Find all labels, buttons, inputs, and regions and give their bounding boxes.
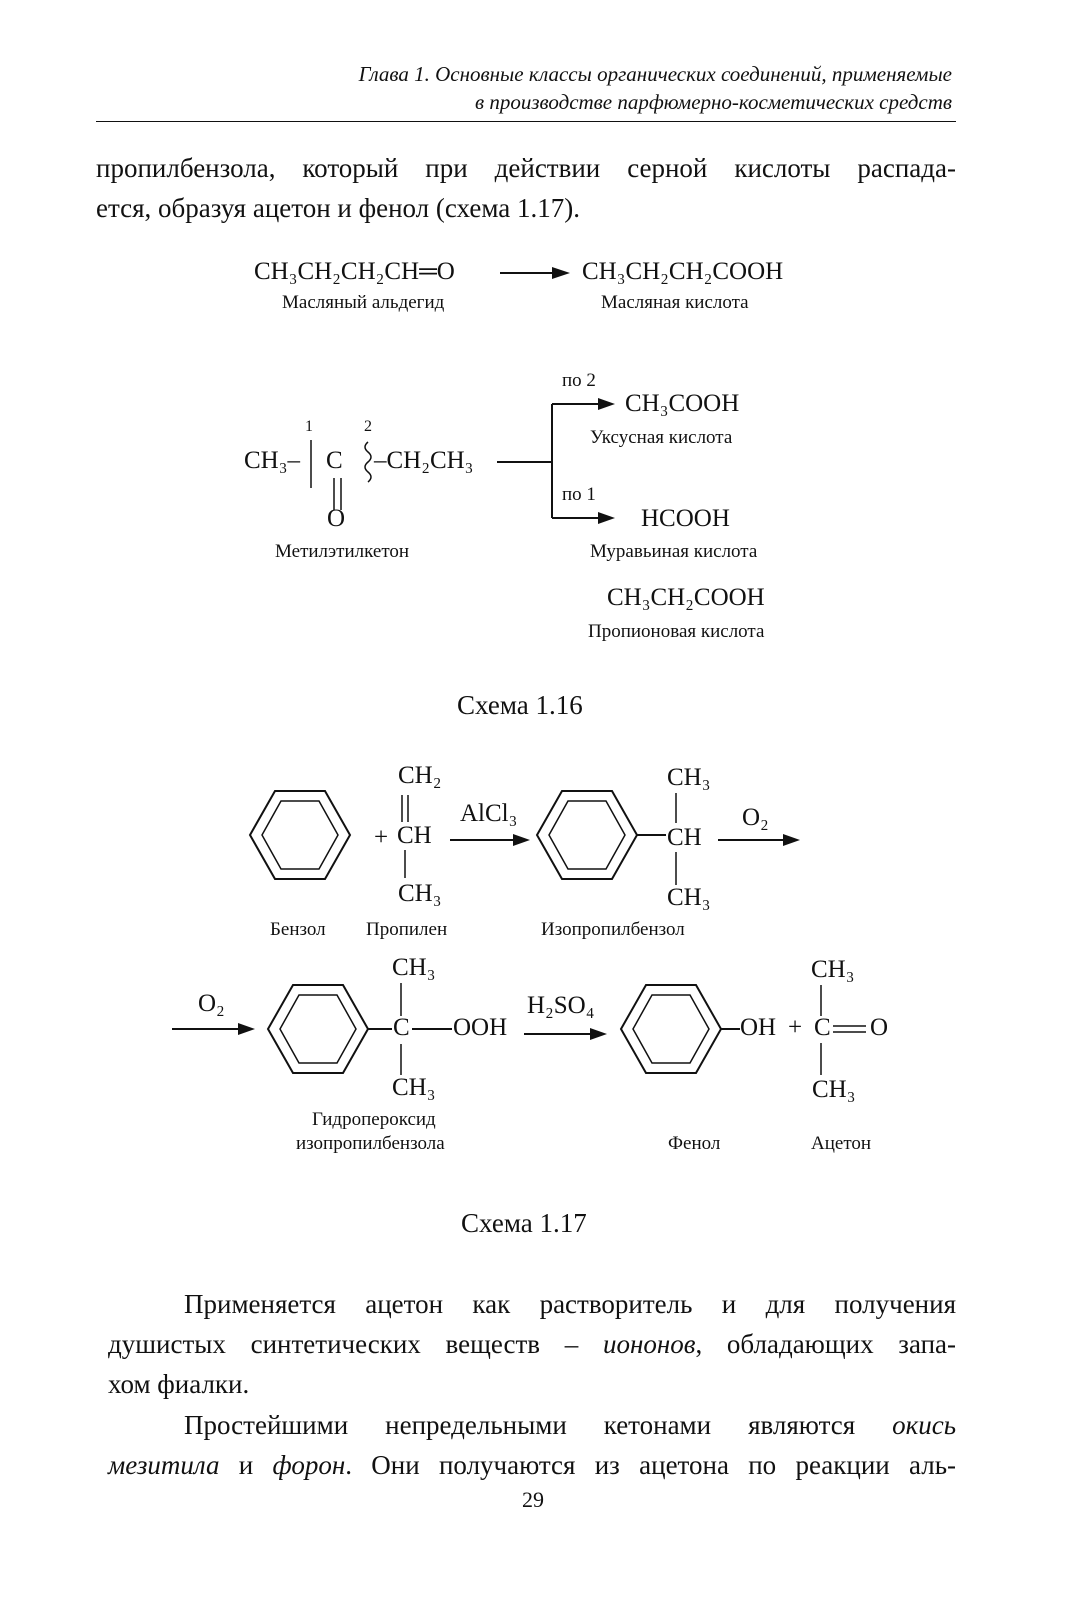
hydroperoxide-ch3-bottom: CH₃ bbox=[392, 1074, 436, 1101]
ketone-oxygen: O bbox=[327, 505, 346, 532]
cumene-name: Изопропилбензол bbox=[541, 919, 685, 940]
cumene-ch: CH bbox=[667, 824, 702, 851]
cumene-ch3-top: CH₃ bbox=[667, 764, 711, 791]
para1-line2: душистых синтетических веществ – иононов… bbox=[108, 1324, 956, 1364]
acetone-name: Ацетон bbox=[811, 1133, 872, 1154]
hydroperoxide-ooh: OOH bbox=[453, 1014, 508, 1041]
ketone-methyl: CH₃– bbox=[244, 447, 300, 474]
para1-line3: хом фиалки. bbox=[108, 1369, 250, 1399]
propylene-ch3: CH₃ bbox=[398, 880, 442, 907]
ketone-carbonyl-carbon: C bbox=[326, 447, 343, 474]
intro-paragraph: пропилбензола, который при действии серн… bbox=[96, 148, 956, 228]
hydroperoxide-name-line1: Гидропероксид bbox=[312, 1109, 436, 1130]
scheme-1-17-title: Схема 1.17 bbox=[461, 1208, 587, 1238]
acid-h2so4: H₂SO₄ bbox=[527, 992, 595, 1019]
para1-line2-b: , обладающих запа- bbox=[695, 1329, 957, 1359]
plus-sign-1: + bbox=[374, 824, 389, 851]
para1-line1: Применяется ацетон как растворитель и дл… bbox=[184, 1289, 956, 1319]
para1-line2-a: душистых синтетических веществ – bbox=[108, 1329, 603, 1359]
branch-bottom-label: по 1 bbox=[562, 484, 596, 505]
intro-line2: ется, образуя ацетон и фенол (схема 1.17… bbox=[96, 193, 580, 223]
ketone-ethyl: –CH₂CH₃ bbox=[374, 447, 474, 474]
catalyst-alcl3: AlCl₃ bbox=[460, 800, 518, 827]
para2-line1: Простейшими непредельными кетонами являю… bbox=[108, 1405, 956, 1445]
para2-term-phorone: форон bbox=[272, 1450, 346, 1480]
scheme-1-16-title: Схема 1.16 bbox=[457, 690, 583, 720]
paragraph-acetone-use: Применяется ацетон как растворитель и дл… bbox=[108, 1284, 956, 1404]
running-header-line2: в производстве парфюмерно-косметических … bbox=[474, 90, 952, 114]
formic-acid-formula: HCOOH bbox=[641, 505, 730, 532]
bond-number-1: 1 bbox=[305, 418, 313, 435]
hydroperoxide-ch3-top: CH₃ bbox=[392, 954, 436, 981]
acetic-acid-name: Уксусная кислота bbox=[590, 427, 733, 448]
propylene-name: Пропилен bbox=[366, 919, 448, 940]
phenol-oh: OH bbox=[740, 1014, 777, 1041]
butyraldehyde-name: Масляный альдегид bbox=[282, 292, 445, 313]
acetic-acid-formula: CH₃COOH bbox=[625, 390, 740, 417]
running-header-line1: Глава 1. Основные классы органических со… bbox=[358, 62, 952, 86]
butyric-acid-name: Масляная кислота bbox=[601, 292, 749, 313]
header-rule bbox=[96, 121, 956, 122]
propionic-acid-formula: CH₃CH₂COOH bbox=[607, 584, 765, 611]
benzene-name: Бензол bbox=[270, 919, 326, 940]
propylene-ch: CH bbox=[397, 822, 432, 849]
acetone-carbon: C bbox=[814, 1014, 831, 1041]
oxidant-o2-lower: O₂ bbox=[198, 990, 225, 1017]
oxidant-o2: O₂ bbox=[742, 804, 769, 831]
branch-top-label: по 2 bbox=[562, 370, 596, 391]
page-number: 29 bbox=[522, 1487, 544, 1512]
ketone-name: Метилэтилкетон bbox=[275, 541, 410, 562]
para1-term-ionones: иононов bbox=[602, 1329, 696, 1359]
intro-line1: пропилбензола, который при действии серн… bbox=[96, 153, 956, 183]
formic-acid-name: Муравьиная кислота bbox=[590, 541, 758, 562]
phenol-name: Фенол bbox=[668, 1133, 721, 1154]
butyric-acid-formula: CH₃CH₂CH₂COOH bbox=[582, 258, 784, 285]
bond-number-2: 2 bbox=[364, 418, 372, 435]
para2-line1-a: Простейшими непредельными кетонами являю… bbox=[184, 1410, 893, 1440]
butyraldehyde-formula: CH₃CH₂CH₂CH═O bbox=[254, 258, 455, 285]
acetone-ch3-top: CH₃ bbox=[811, 956, 855, 983]
para2-line2: мезитила и форон. Они получаются из ацет… bbox=[108, 1445, 956, 1485]
para2-term-mesityl: мезитила bbox=[108, 1450, 220, 1480]
para2-line2-b: . Они получаются из ацетона по реакции а… bbox=[345, 1450, 956, 1480]
acetone-oxygen: O bbox=[870, 1014, 889, 1041]
propylene-ch2: CH₂ bbox=[398, 762, 442, 789]
paragraph-unsaturated-ketones: Простейшими непредельными кетонами являю… bbox=[108, 1405, 956, 1485]
acetone-ch3-bottom: CH₃ bbox=[812, 1076, 856, 1103]
hydroperoxide-name-line2: изопропилбензола bbox=[296, 1133, 445, 1154]
para2-line2-a: и bbox=[219, 1450, 273, 1480]
propionic-acid-name: Пропионовая кислота bbox=[588, 621, 765, 642]
plus-sign-2: + bbox=[788, 1014, 803, 1041]
cumene-ch3-bottom: CH₃ bbox=[667, 884, 711, 911]
para2-term-oxide: окись bbox=[892, 1410, 956, 1440]
hydroperoxide-carbon: C bbox=[393, 1014, 410, 1041]
